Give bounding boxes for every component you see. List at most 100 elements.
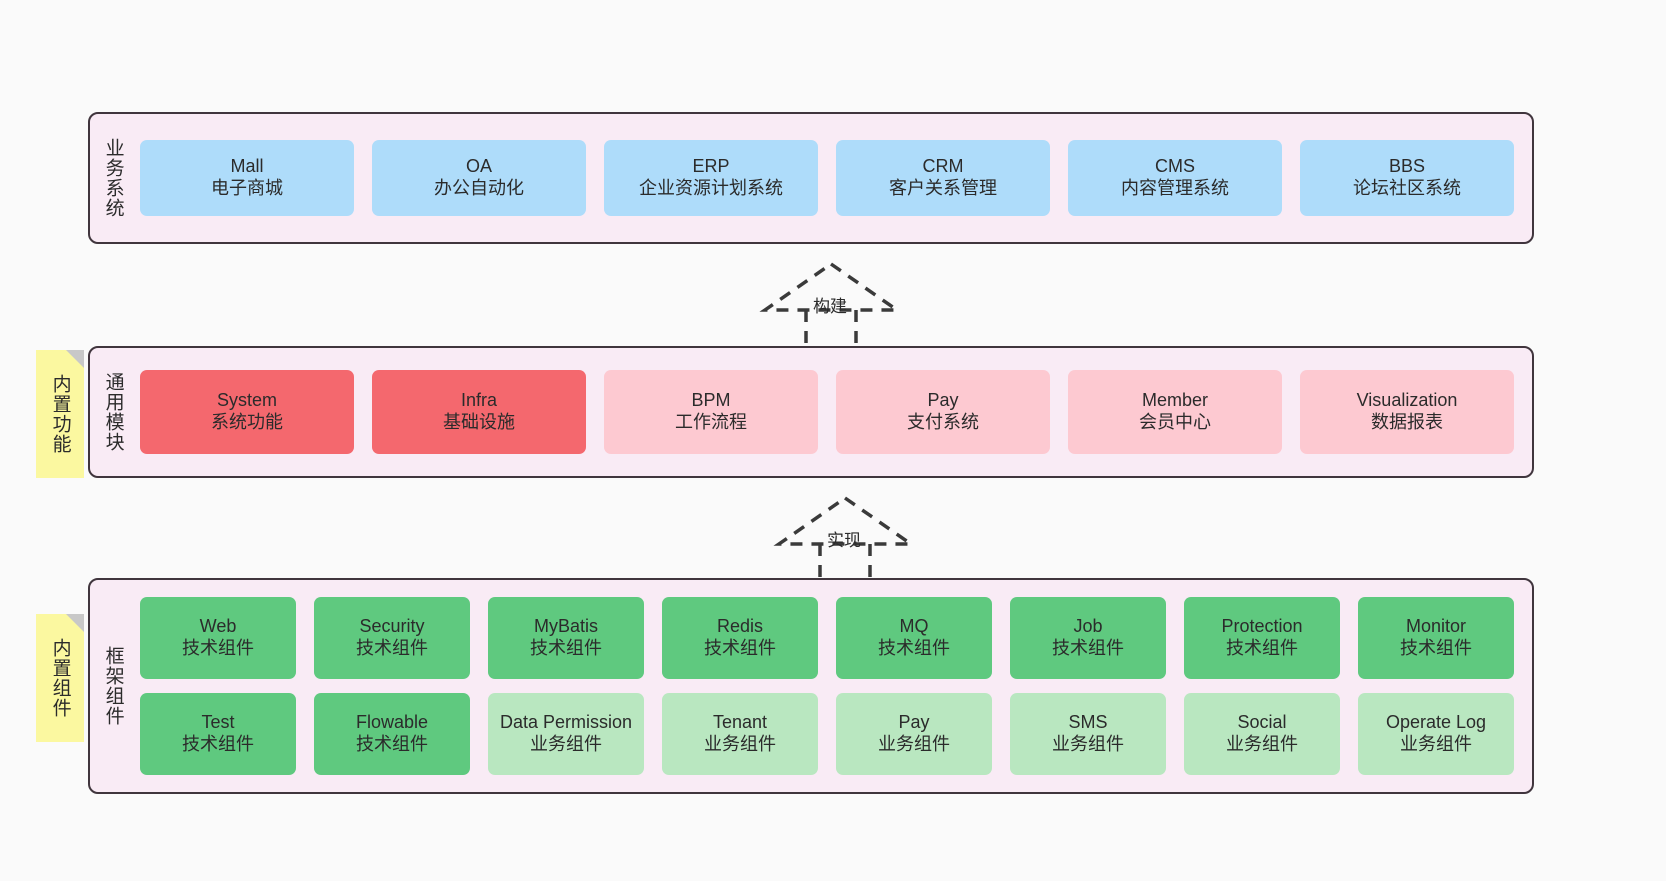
card-title-cn: 业务组件 [530,734,602,754]
layer-common-modules-title: 通用模块 [102,372,124,452]
card-title-en: Redis [716,616,764,637]
card-title-cn: 技术组件 [1226,638,1298,658]
card-title-cn: 工作流程 [675,412,747,432]
card-title-cn: 数据报表 [1371,412,1443,432]
sticky-note-builtin-function-label: 内置功能 [49,374,71,454]
card-title-cn: 技术组件 [356,734,428,754]
card-title-en: BBS [1388,156,1426,177]
card-title-en: MyBatis [533,616,598,637]
card-title-en: Data Permission [499,712,633,733]
card-title-en: Tenant [712,712,768,733]
card-title-cn: 技术组件 [182,734,254,754]
card-title-cn: 办公自动化 [434,178,524,198]
card-title-en: Job [1073,616,1103,637]
card-title-en: OA [465,156,492,177]
card-title-cn: 业务组件 [1400,734,1472,754]
card-title-cn: 技术组件 [704,638,776,658]
card-title-cn: 业务组件 [1226,734,1298,754]
card-title-en: Social [1237,712,1287,733]
card-title-cn: 电子商城 [211,178,283,198]
sticky-note-builtin-component: 内置组件 [36,614,84,742]
card-title-en: SMS [1068,712,1108,733]
card-title-en: Security [359,616,425,637]
card-title-en: ERP [692,156,730,177]
card-title-en: Web [199,616,237,637]
card-title-cn: 系统功能 [211,412,283,432]
card-title-cn: 技术组件 [530,638,602,658]
card-title-en: Infra [460,390,498,411]
card-title-cn: 技术组件 [356,638,428,658]
card-title-cn: 基础设施 [443,412,515,432]
sticky-note-builtin-component-label: 内置组件 [49,638,71,718]
card-title-cn: 支付系统 [907,412,979,432]
card-title-cn: 技术组件 [878,638,950,658]
card-title-en: Test [201,712,235,733]
card-title-en: Pay [898,712,930,733]
card-title-en: Member [1141,390,1208,411]
sticky-fold-corner-icon [66,614,84,632]
card-title-en: MQ [899,616,929,637]
card-title-cn: 技术组件 [182,638,254,658]
card-title-en: CMS [1155,156,1195,177]
card-title-cn: 客户关系管理 [889,178,997,198]
card-title-cn: 技术组件 [1052,638,1124,658]
layer-business-system-title: 业务系统 [102,138,124,218]
connector-build-label: 构建 [813,297,847,316]
card-title-cn: 内容管理系统 [1121,178,1229,198]
card-title-en: Pay [927,390,959,411]
card-title-cn: 会员中心 [1139,412,1211,432]
card-title-en: CRM [922,156,964,177]
layer-framework-components-title: 框架组件 [102,646,124,726]
card-title-en: Mall [230,156,264,177]
card-title-cn: 业务组件 [1052,734,1124,754]
card-title-en: Flowable [355,712,429,733]
card-title-cn: 业务组件 [704,734,776,754]
card-title-en: System [216,390,277,411]
card-title-cn: 企业资源计划系统 [639,178,783,198]
card-title-en: Protection [1221,616,1303,637]
card-title-en: Visualization [1356,390,1458,411]
card-title-cn: 论坛社区系统 [1353,178,1461,198]
connector-implement-label: 实现 [827,531,861,550]
card-title-en: Monitor [1405,616,1467,637]
